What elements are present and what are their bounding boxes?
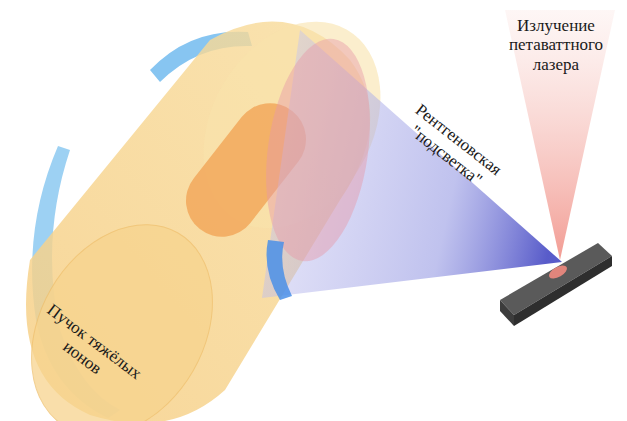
laser-spot: [547, 263, 569, 282]
target-plate: [500, 243, 612, 315]
target-plate-side: [500, 300, 514, 326]
cylinder-front-end: [0, 192, 249, 421]
overlap-region: [253, 32, 383, 268]
target-plate-side: [514, 256, 612, 326]
shell-strip: [267, 240, 293, 300]
laser-label: Излучение петаваттного лазера: [491, 16, 621, 75]
